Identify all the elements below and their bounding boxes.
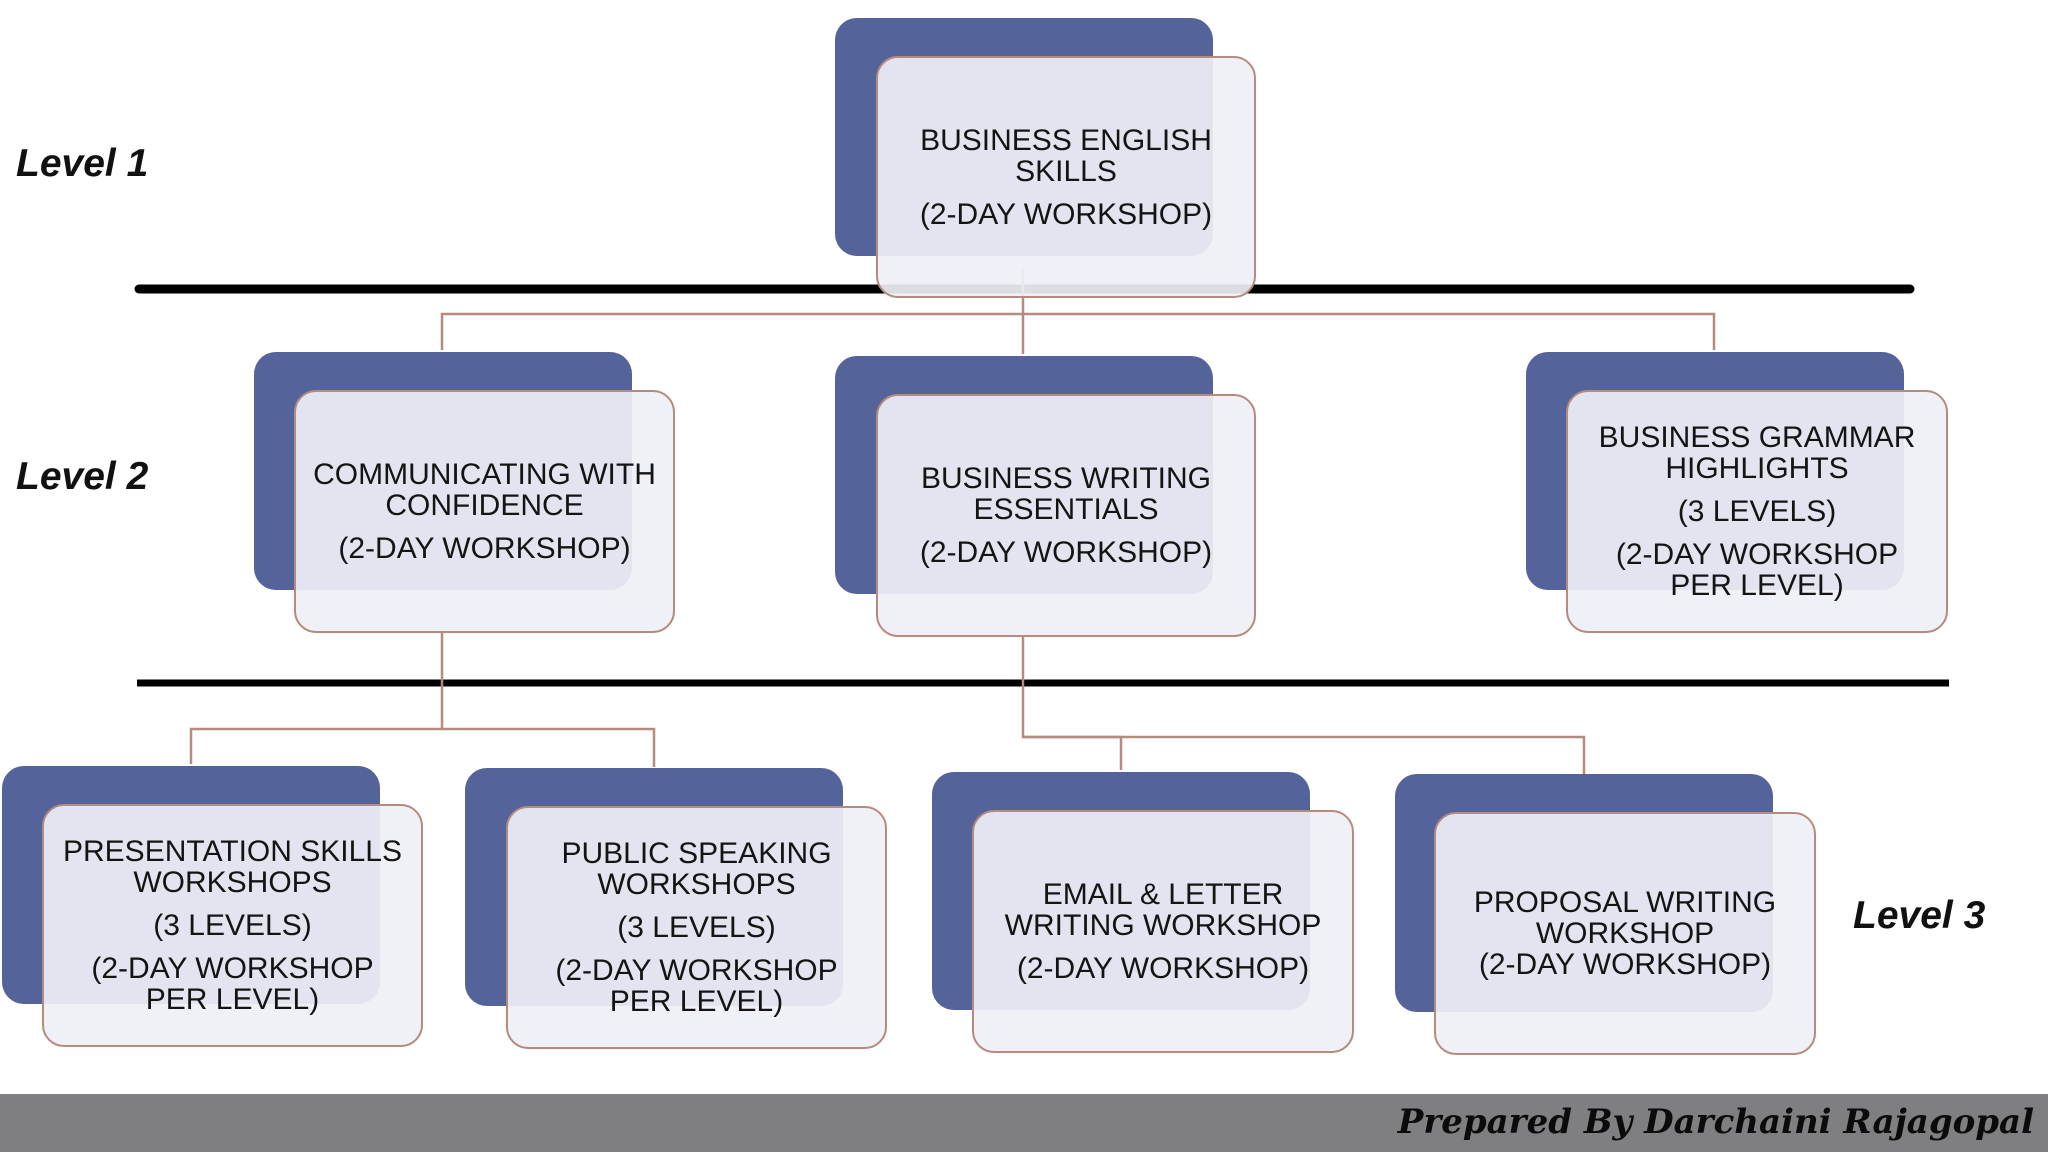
connector-communicating-to-public-speaking (442, 727, 656, 767)
business-writing-essentials-box: BUSINESS WRITING ESSENTIALS (2-DAY WORKS… (876, 394, 1256, 637)
level-2-label: Level 2 (16, 455, 149, 498)
box-title-line-2: CONFIDENCE (385, 489, 584, 522)
box-title-line-1: EMAIL & LETTER (1042, 878, 1284, 911)
box-title-line-1: PUBLIC SPEAKING (561, 837, 832, 870)
connector-writing-to-proposal (1023, 735, 1586, 774)
box-title-line-2: WRITING WORKSHOP (1004, 909, 1322, 942)
level-3-label: Level 3 (1853, 894, 1986, 937)
presentation-skills-box: PRESENTATION SKILLS WORKSHOPS (3 LEVELS)… (42, 804, 423, 1047)
box-duration: (2-DAY WORKSHOP) (1478, 948, 1772, 981)
box-title-line-1: PROPOSAL WRITING (1473, 886, 1777, 919)
box-duration-line-1: (2-DAY WORKSHOP (1615, 538, 1899, 571)
box-title-line-2: ESSENTIALS (973, 493, 1159, 526)
box-levels: (3 LEVELS) (1677, 495, 1837, 528)
box-duration: (2-DAY WORKSHOP) (338, 532, 631, 565)
proposal-writing-box: PROPOSAL WRITING WORKSHOP (2-DAY WORKSHO… (1434, 812, 1816, 1055)
footer-band: Prepared By Darchaini Rajagopal (0, 1094, 2048, 1152)
email-letter-writing-box: EMAIL & LETTER WRITING WORKSHOP (2-DAY W… (972, 810, 1354, 1053)
communicating-with-confidence-box: COMMUNICATING WITH CONFIDENCE (2-DAY WOR… (294, 390, 675, 633)
box-title-line-1: BUSINESS ENGLISH (920, 123, 1212, 157)
connector-writing-to-children (1021, 637, 1123, 770)
connector-communicating-to-children (189, 632, 444, 764)
box-title-line-2: WORKSHOPS (597, 868, 796, 901)
box-levels: (3 LEVELS) (617, 911, 776, 944)
business-english-skills-box: BUSINESS ENGLISH SKILLS (2-DAY WORKSHOP) (876, 56, 1256, 298)
public-speaking-box: PUBLIC SPEAKING WORKSHOPS (3 LEVELS) (2-… (506, 806, 887, 1049)
box-title-line-2: SKILLS (1015, 154, 1117, 188)
box-duration: (2-DAY WORKSHOP) (919, 536, 1213, 569)
box-title-line-1: PRESENTATION SKILLS (63, 835, 402, 868)
box-title-line-1: BUSINESS GRAMMAR (1598, 421, 1916, 454)
box-title-line-2: WORKSHOPS (133, 866, 332, 899)
box-duration-line-1: (2-DAY WORKSHOP (555, 954, 838, 987)
box-title-line-2: HIGHLIGHTS (1665, 452, 1849, 485)
box-levels: (3 LEVELS) (153, 909, 312, 942)
connector-root-to-level2 (440, 312, 1716, 350)
box-duration-line-2: PER LEVEL) (1670, 569, 1844, 602)
box-title-line-1: COMMUNICATING WITH (313, 458, 656, 491)
box-duration: (2-DAY WORKSHOP) (1016, 952, 1310, 985)
box-duration-line-2: PER LEVEL) (145, 983, 320, 1016)
box-duration: (2-DAY WORKSHOP) (919, 197, 1213, 231)
box-title-line-1: BUSINESS WRITING (920, 462, 1212, 495)
box-title-line-2: WORKSHOP (1535, 917, 1715, 950)
business-grammar-highlights-box: BUSINESS GRAMMAR HIGHLIGHTS (3 LEVELS) (… (1566, 390, 1948, 633)
prepared-by-credit: Prepared By Darchaini Rajagopal (1397, 1102, 2034, 1142)
level-1-label: Level 1 (16, 142, 149, 185)
box-duration-line-2: PER LEVEL) (609, 985, 784, 1018)
box-duration-line-1: (2-DAY WORKSHOP (91, 952, 374, 985)
